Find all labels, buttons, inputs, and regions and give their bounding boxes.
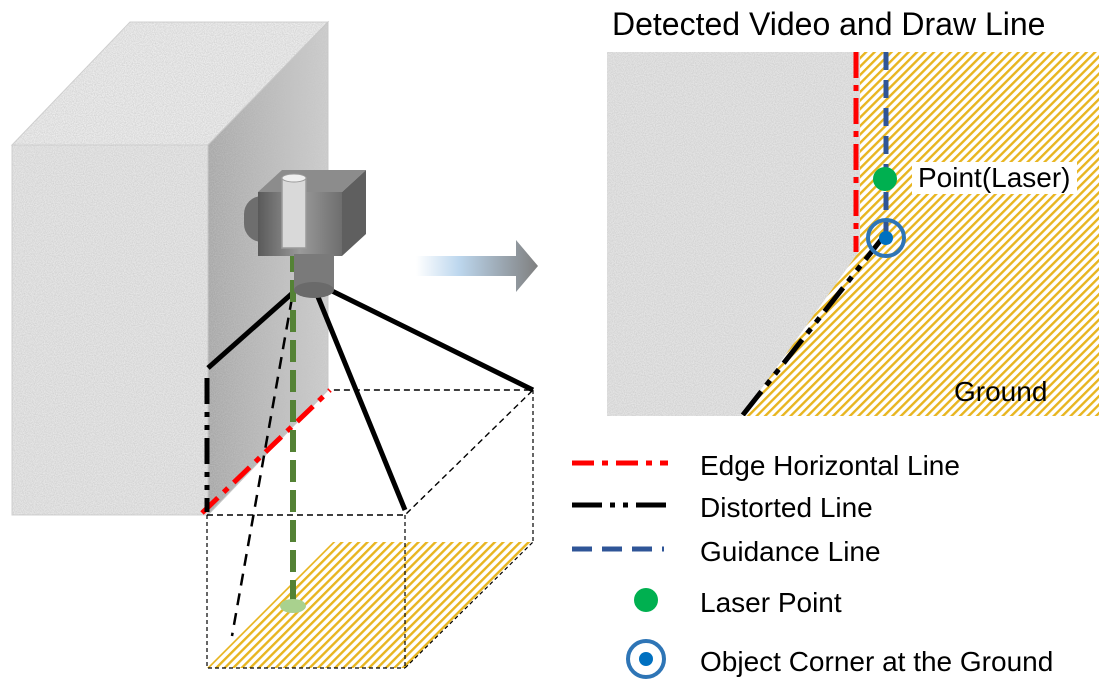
legend-laser-point-symbol [634,588,658,612]
concrete-box [10,20,330,517]
ground-plane [206,389,535,669]
legend-item-object-corner: Object Corner at the Ground [560,640,1116,680]
legend-object-corner-dot [639,652,653,666]
legend-label: Laser Point [700,587,842,618]
ground-label: Ground [954,376,1048,407]
legend-label: Edge Horizontal Line [700,450,960,481]
laser-spot [280,599,306,613]
ground-hatched-area [207,542,533,668]
legend-label: Object Corner at the Ground [700,646,1054,677]
panel-title: Detected Video and Draw Line [612,6,1046,42]
legend-symbols [572,460,672,679]
legend-item-guidance: Guidance Line [560,530,1116,570]
legend-item-laser-point: Laser Point [560,581,1116,621]
legend-label: Guidance Line [700,536,881,567]
point-laser-label: Point(Laser) [912,162,1077,194]
legend-item-edge-horizontal: Edge Horizontal Line [560,444,1116,484]
panel-object-corner-dot [879,231,893,245]
edge-horizontal-line [200,388,332,515]
panel-distorted-line [740,234,886,416]
legend-label: Distorted Line [700,492,873,523]
legend-item-distorted: Distorted Line [560,486,1116,526]
panel-object-corner-ring [866,218,906,258]
arrow-right-icon [416,240,538,292]
camera-view-lines [206,285,535,637]
legend-object-corner-ring [626,639,666,679]
camera-icon [244,170,366,298]
detected-video-panel [607,52,1099,416]
panel-laser-point [873,167,897,191]
